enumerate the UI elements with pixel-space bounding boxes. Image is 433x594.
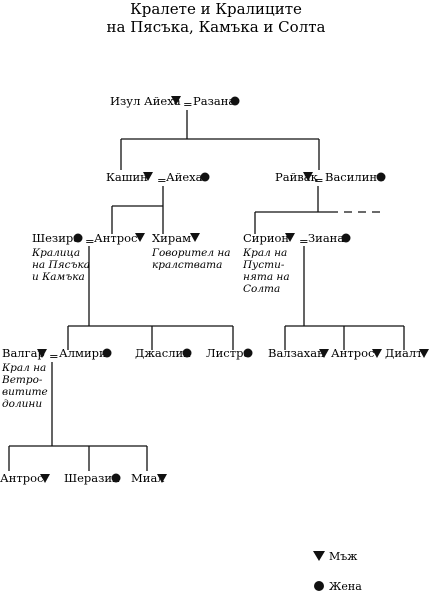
legend-female-icon bbox=[314, 581, 324, 591]
note-hiram-line2: кралствата bbox=[152, 259, 222, 271]
female-marker-razana bbox=[230, 96, 240, 106]
person-dialt: Диалт bbox=[385, 346, 423, 360]
person-jaslin: Джаслин bbox=[135, 346, 191, 360]
person-valgar: Валгар bbox=[2, 346, 45, 360]
note-shezira-line2: на Пясъка bbox=[32, 259, 90, 271]
female-marker-jaslin bbox=[182, 348, 192, 358]
male-marker-rayvak bbox=[303, 172, 313, 181]
person-razana: Разана bbox=[193, 94, 235, 108]
note-sirion-line1: Крал на bbox=[242, 247, 287, 259]
person-valzahan: Валзахан bbox=[268, 346, 325, 360]
female-marker-shezira bbox=[73, 233, 83, 243]
person-mial: Миал bbox=[131, 471, 165, 485]
male-marker-sirion bbox=[285, 233, 295, 242]
note-valgar-line4: долини bbox=[2, 398, 42, 410]
person-antros-2: Антрос bbox=[331, 346, 374, 360]
person-sherazin: Шеразин bbox=[64, 471, 120, 485]
person-almiri: Алмири bbox=[59, 346, 107, 360]
person-ayeha: Айеха bbox=[166, 170, 203, 184]
note-sirion-line3: нята на bbox=[243, 271, 290, 283]
legend-male-label: Мъж bbox=[329, 550, 357, 563]
connector-lines bbox=[8, 110, 405, 471]
female-marker-ayeha bbox=[200, 172, 210, 182]
marriage-sign-kashin-ayeha: = bbox=[157, 173, 167, 187]
legend-female-label: Жена bbox=[329, 580, 362, 593]
marriage-sign-shezira-antros: = bbox=[85, 234, 95, 248]
person-antros-3: Антрос bbox=[0, 471, 43, 485]
note-sirion-line4: Солта bbox=[243, 283, 280, 295]
marriage-sign-valgar-almiri: = bbox=[49, 349, 59, 363]
note-valgar-line3: витите bbox=[2, 386, 48, 398]
male-marker-izul bbox=[171, 96, 181, 105]
legend: Мъж Жена bbox=[313, 550, 362, 593]
note-shezira-line1: Кралица bbox=[31, 247, 80, 259]
male-marker-antros-3 bbox=[40, 474, 50, 483]
male-marker-valzahan bbox=[319, 349, 329, 358]
person-izul: Изул Айеха bbox=[110, 94, 181, 108]
male-marker-mial bbox=[157, 474, 167, 483]
person-sirion: Сирион bbox=[243, 231, 289, 245]
note-sirion-line2: Пусти- bbox=[242, 259, 285, 271]
person-antros-1: Антрос bbox=[94, 231, 137, 245]
note-valgar-line1: Крал на bbox=[1, 362, 46, 374]
male-marker-kashin bbox=[143, 172, 153, 181]
female-marker-sherazin bbox=[111, 473, 121, 483]
chart-title-line1: Кралете и Кралиците bbox=[130, 0, 302, 18]
male-marker-hiram bbox=[190, 233, 200, 242]
female-marker-ziana bbox=[341, 233, 351, 243]
male-marker-dialt bbox=[419, 349, 429, 358]
female-marker-almiri bbox=[102, 348, 112, 358]
person-shezira: Шезира bbox=[32, 231, 80, 245]
female-marker-vasilina bbox=[376, 172, 386, 182]
person-ziana: Зиана bbox=[308, 231, 344, 245]
male-marker-antros-1 bbox=[135, 233, 145, 242]
note-hiram-line1: Говорител на bbox=[151, 247, 231, 259]
person-kashin: Кашин bbox=[106, 170, 148, 184]
male-marker-antros-2 bbox=[372, 349, 382, 358]
legend-male-icon bbox=[313, 551, 325, 561]
person-hiram: Хирам bbox=[152, 231, 191, 245]
marriage-sign-izul-razana: = bbox=[183, 97, 193, 111]
marriage-sign-sirion-ziana: = bbox=[299, 234, 309, 248]
note-shezira-line3: и Камъка bbox=[32, 271, 85, 283]
female-marker-listra bbox=[243, 348, 253, 358]
person-vasilina: Василина bbox=[325, 170, 384, 184]
male-marker-valgar bbox=[37, 349, 47, 358]
marriage-sign-rayvak-vasilina: = bbox=[314, 173, 324, 187]
note-valgar-line2: Ветро- bbox=[1, 374, 43, 386]
person-listra: Листра bbox=[206, 346, 250, 360]
chart-title-line2: на Пясъка, Камъка и Солта bbox=[107, 18, 326, 36]
